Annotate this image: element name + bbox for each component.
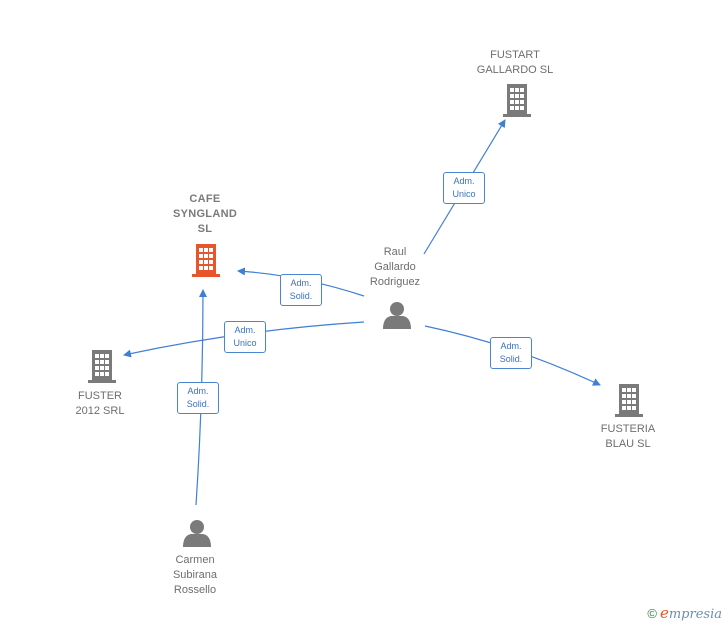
edge-label-line: Adm.	[500, 341, 522, 351]
edge-label-carmen-cafe: Adm. Solid.	[177, 382, 219, 414]
edge-label-line: Solid.	[289, 291, 313, 301]
node-label-line: FUSTERIA	[600, 423, 656, 435]
node-label-raul[interactable]: Raul Gallardo Rodriguez	[345, 245, 445, 290]
cafe-building-icon[interactable]	[192, 244, 220, 277]
node-label-line: Rossello	[173, 584, 217, 596]
node-label-line: Carmen	[175, 554, 215, 566]
edge-label-line: Adm.	[290, 278, 312, 288]
edge-label-raul-fusteria: Adm. Solid.	[490, 337, 532, 369]
node-label-line: BLAU SL	[605, 438, 651, 450]
node-label-fusteria[interactable]: FUSTERIA BLAU SL	[578, 422, 678, 452]
node-label-carmen[interactable]: Carmen Subirana Rossello	[145, 553, 245, 598]
node-label-line: Gallardo	[374, 261, 416, 273]
brand-initial: e	[659, 604, 669, 622]
edge-label-line: Adm.	[187, 386, 209, 396]
node-label-line: FUSTART	[490, 49, 540, 61]
edge-label-line: Unico	[233, 338, 257, 348]
node-label-line: Rodriguez	[369, 276, 421, 288]
node-label-line: SL	[197, 223, 213, 235]
edge-label-line: Solid.	[499, 354, 523, 364]
edge-label-line: Solid.	[186, 399, 210, 409]
node-label-line: 2012 SRL	[75, 405, 125, 417]
edge-label-raul-cafe: Adm. Solid.	[280, 274, 322, 306]
edge-label-raul-fuster: Adm. Unico	[224, 321, 266, 353]
fustart-building-icon[interactable]	[503, 84, 531, 117]
empresia-logo[interactable]: ©empresia	[647, 604, 722, 622]
node-label-line: CAFE	[189, 193, 221, 205]
fuster-building-icon[interactable]	[88, 350, 116, 383]
copyright-symbol: ©	[647, 606, 657, 621]
edge-label-line: Adm.	[234, 325, 256, 335]
node-label-fuster[interactable]: FUSTER 2012 SRL	[50, 389, 150, 419]
carmen-person-icon[interactable]	[183, 520, 211, 547]
node-label-line: FUSTER	[78, 390, 122, 402]
edge-label-line: Unico	[452, 189, 476, 199]
fusteria-building-icon[interactable]	[615, 384, 643, 417]
edge-label-raul-fustart: Adm. Unico	[443, 172, 485, 204]
brand-name: mpresia	[668, 607, 722, 622]
node-label-fustart[interactable]: FUSTART GALLARDO SL	[455, 48, 575, 78]
node-label-cafe[interactable]: CAFE SYNGLAND SL	[155, 192, 255, 237]
node-label-line: Subirana	[172, 569, 218, 581]
node-label-line: SYNGLAND	[172, 208, 238, 220]
node-label-line: Raul	[383, 246, 407, 258]
edge-label-line: Adm.	[453, 176, 475, 186]
node-label-line: GALLARDO SL	[476, 64, 554, 76]
raul-person-icon[interactable]	[383, 302, 411, 329]
